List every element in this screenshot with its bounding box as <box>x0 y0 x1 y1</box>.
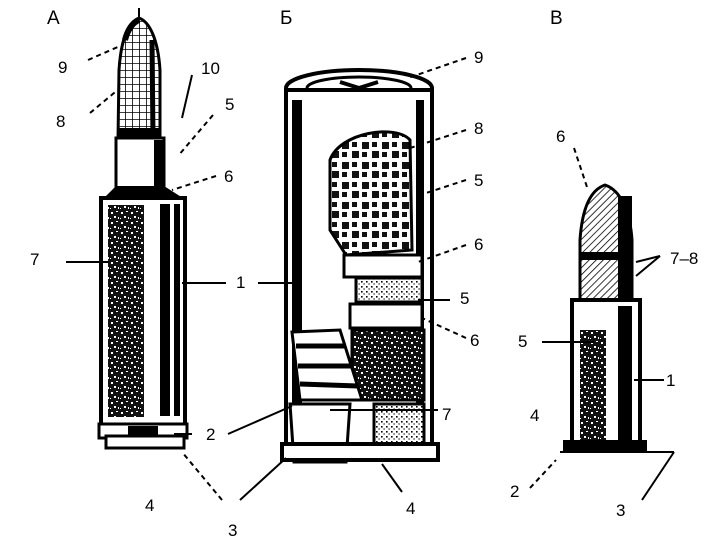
shotgun-shell-drawing <box>280 68 440 464</box>
panel-b-left-labels: 1 2 3 <box>0 0 9 4</box>
callout-a-1: 1 <box>236 273 245 292</box>
callout-v-4: 4 <box>530 406 539 425</box>
callout-a-5: 5 <box>225 95 234 114</box>
callout-v-5: 5 <box>518 332 527 351</box>
panel-b-title: Б <box>280 8 292 29</box>
callout-a-10: 10 <box>201 59 220 78</box>
callout-b-9: 9 <box>474 48 483 67</box>
panel-a-title: А <box>47 8 60 29</box>
callout-v-2: 2 <box>510 482 519 501</box>
callout-a-3: 3 <box>228 521 237 538</box>
callout-a-4: 4 <box>145 496 154 515</box>
callout-v-6: 6 <box>556 127 565 146</box>
callout-b-7: 7 <box>442 405 451 424</box>
panel-v-labels: В 6 7–8 5 1 4 2 3 <box>510 8 698 520</box>
callout-v-7-8: 7–8 <box>670 249 698 268</box>
callout-b-5-lower: 5 <box>460 289 469 308</box>
callout-a-9: 9 <box>58 58 67 77</box>
callout-b-8: 8 <box>474 119 483 138</box>
panel-b-labels: Б 9 8 5 6 5 6 7 4 <box>280 8 483 518</box>
callout-b-6-lower: 6 <box>470 331 479 350</box>
rimfire-cartridge-drawing <box>563 183 647 452</box>
callout-a-2: 2 <box>206 425 215 444</box>
leader-lines <box>66 45 675 501</box>
callout-a-7: 7 <box>30 250 39 269</box>
callout-b-4: 4 <box>406 499 415 518</box>
panel-a-labels: А 9 8 10 5 6 7 1 2 3 4 <box>30 8 245 538</box>
panel-v-title: В <box>550 8 563 29</box>
callout-a-6: 6 <box>224 167 233 186</box>
callout-b-5-upper: 5 <box>474 171 483 190</box>
rifle-cartridge-drawing <box>97 8 189 450</box>
callout-v-3: 3 <box>616 501 625 520</box>
callout-a-8: 8 <box>56 112 65 131</box>
callout-b-6-upper: 6 <box>474 235 483 254</box>
callout-v-1: 1 <box>666 371 675 390</box>
